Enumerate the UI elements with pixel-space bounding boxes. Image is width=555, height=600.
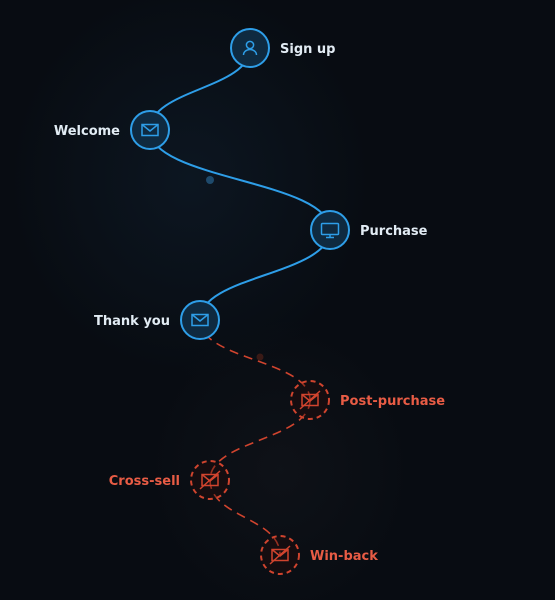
edge-dot [206,176,214,184]
node-purchase-label: Purchase [360,224,428,239]
node-thankyou-circle[interactable] [180,300,220,340]
dots-layer [206,176,264,361]
node-postpurchase-label: Post-purchase [340,394,445,409]
node-welcome-label: Welcome [54,124,120,139]
edge-thankyou-to-postpurchase [199,319,311,401]
user-icon [242,40,258,56]
disabled-mail-icon [299,390,321,410]
node-purchase-circle[interactable] [310,210,350,250]
mail-icon [141,123,159,137]
edge-crosssell-to-winback [209,479,281,556]
mail-icon [191,313,209,327]
monitor-icon [320,222,340,239]
node-postpurchase[interactable]: Post-purchase [290,380,445,420]
node-thankyou-label: Thank you [94,314,170,329]
edge-purchase-to-thankyou [199,229,331,321]
node-winback-label: Win-back [310,549,378,564]
node-welcome-circle[interactable] [130,110,170,150]
disabled-mail-icon [199,470,221,490]
node-winback[interactable]: Win-back [260,535,378,575]
node-crosssell[interactable]: Cross-sell [109,460,230,500]
edge-welcome-to-purchase [149,129,331,231]
node-crosssell-label: Cross-sell [109,474,180,489]
disabled-mail-icon [269,545,291,565]
edge-postpurchase-to-crosssell [209,399,311,481]
edge-dot [256,353,264,361]
node-signup-label: Sign up [280,42,335,57]
node-welcome[interactable]: Welcome [54,110,170,150]
node-purchase[interactable]: Purchase [310,210,428,250]
node-signup[interactable]: Sign up [230,28,335,68]
node-thankyou[interactable]: Thank you [94,300,220,340]
